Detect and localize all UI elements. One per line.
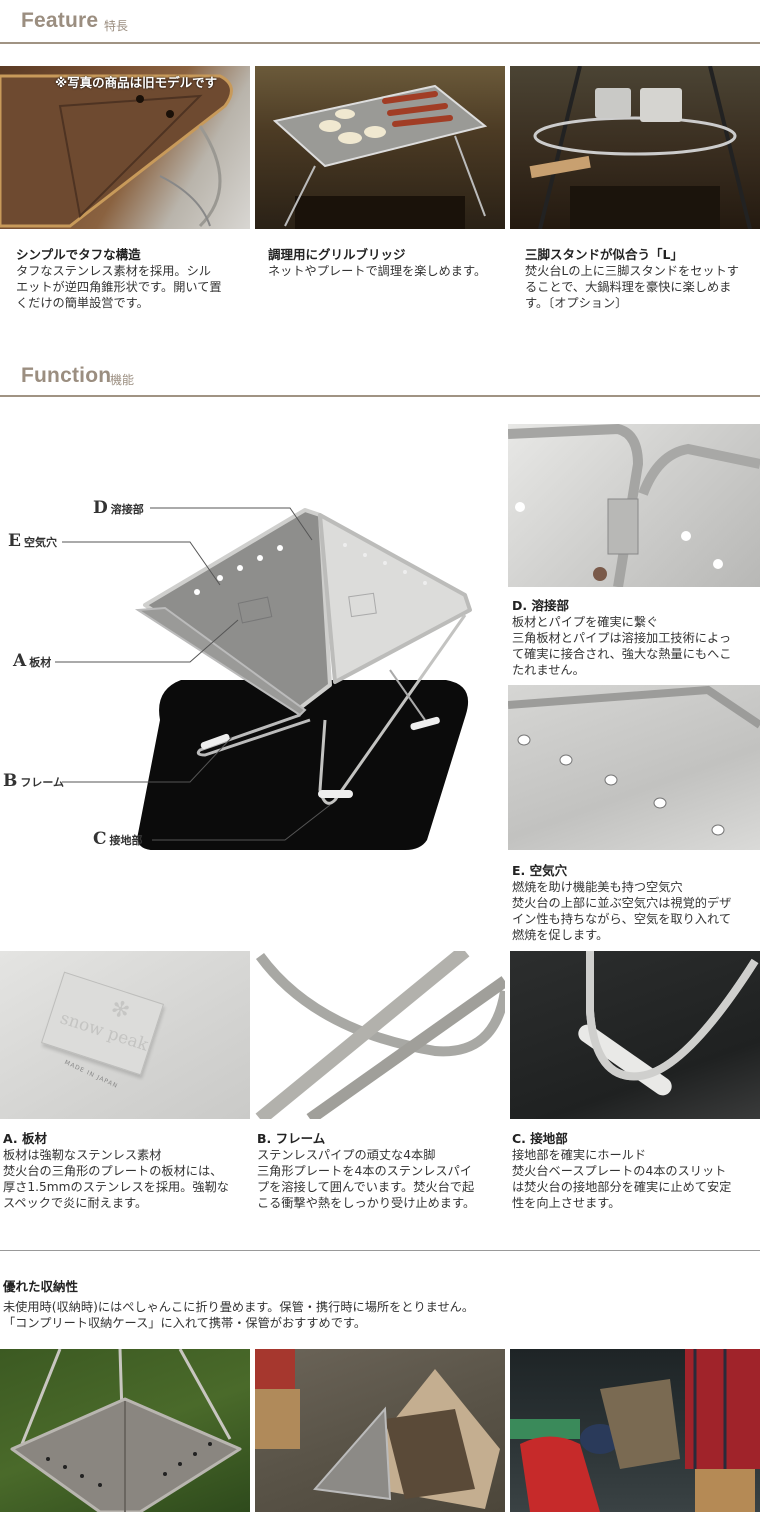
- detail-photo-airholes: [508, 685, 760, 850]
- detail-desc-d: 板材とパイプを確実に繋ぐ 三角板材とパイプは溶接加工技術によっ て確実に接合され…: [512, 614, 760, 678]
- storage-photo-case: [255, 1349, 505, 1512]
- folded-stand-illustration: [10, 1349, 242, 1512]
- feature-desc-1: タフなステンレス素材を採用。シル エットが逆四角錐形状です。開いて置 くだけの簡…: [16, 263, 246, 311]
- detail-desc-line: 燃焼を助け機能美も持つ空気穴: [512, 880, 683, 894]
- feature-section-header: Feature 特長: [0, 0, 760, 44]
- storage-desc-line: 「コンプリート収納ケース」に入れて携帯・保管がおすすめです。: [3, 1316, 367, 1330]
- detail-desc-line: こる衝撃や熱をしっかり受け止めます。: [257, 1196, 476, 1210]
- label-letter: B: [3, 771, 18, 791]
- feature-desc-3-line: 焚火台Lの上に三脚スタンドをセットす: [525, 264, 739, 278]
- label-letter: E: [8, 531, 21, 551]
- label-text: フレーム: [20, 776, 65, 789]
- detail-desc-line: 焚火台の三角形のプレートの板材には、: [3, 1164, 223, 1178]
- feature-heading-jp: 特長: [104, 19, 129, 33]
- diagram-label-a: A 板材: [13, 651, 51, 671]
- storage-desc-line: 未使用時(収納時)にはぺしゃんこに折り畳めます。保管・携行時に場所をとりません。: [3, 1300, 475, 1314]
- feature-desc-3-line: す。〔オプション〕: [525, 296, 628, 310]
- feature-photo-tripod: [510, 66, 760, 229]
- label-text: 接地部: [109, 834, 143, 847]
- label-letter: D: [93, 498, 108, 518]
- air-holes-illustration: [508, 685, 760, 836]
- label-text: 空気穴: [23, 536, 57, 549]
- detail-desc-line: 燃焼を促します。: [512, 928, 609, 942]
- detail-desc-c: 接地部を確実にホールド 焚火台ベースプレートの4本のスリット は焚火台の接地部分…: [512, 1147, 760, 1211]
- label-text: 板材: [29, 656, 52, 669]
- detail-desc-line: て確実に接合され、強大な熱量にもへこ: [512, 647, 732, 661]
- detail-photo-frame: [255, 951, 505, 1119]
- feature-desc-1-line: くだけの簡単設営です。: [16, 296, 149, 310]
- detail-desc-line: 性を向上させます。: [512, 1196, 621, 1210]
- label-text: 溶接部: [110, 503, 144, 516]
- feature-desc-3: 焚火台Lの上に三脚スタンドをセットす ることで、大鍋料理を豪快に楽しめま す。〔…: [525, 263, 760, 311]
- feature-desc-2: ネットやプレートで調理を楽しめます。: [268, 263, 504, 279]
- storage-photo-car: [510, 1349, 760, 1512]
- car-trunk-illustration: [510, 1349, 760, 1512]
- frame-pipe-illustration: [255, 951, 505, 1119]
- detail-desc-a: 板材は強靭なステンレス素材 焚火台の三角形のプレートの板材には、 厚さ1.5mm…: [3, 1147, 253, 1211]
- snowflake-icon: ✻: [107, 995, 133, 1026]
- tripod-stand-illustration: [529, 66, 752, 229]
- detail-desc-line: 板材は強靭なステンレス素材: [3, 1148, 162, 1162]
- detail-desc-line: イン性も持ちながら、空気を取り入れて: [512, 912, 732, 926]
- grill-bridge-illustration: [272, 84, 488, 229]
- detail-photo-plate: ✻ snow peak MADE IN JAPAN: [0, 951, 250, 1119]
- ground-slot-illustration: [578, 951, 759, 1096]
- feature-title-1: シンプルでタフな構造: [16, 247, 141, 262]
- feature-title-3: 三脚スタンドが似合う「L」: [525, 247, 683, 262]
- diagram-label-c: C 接地部: [93, 829, 143, 849]
- detail-desc-line: 焚火台の上部に並ぶ空気穴は視覚的デザ: [512, 896, 732, 910]
- label-letter: A: [13, 651, 27, 671]
- function-heading: Function: [21, 364, 112, 387]
- section-divider: [0, 1250, 760, 1251]
- detail-title-a: A. 板材: [3, 1131, 48, 1146]
- feature-desc-2-line: ネットやプレートで調理を楽しめます。: [268, 264, 487, 278]
- feature-heading: Feature: [21, 9, 99, 32]
- detail-desc-line: スペックで炎に耐えます。: [3, 1196, 148, 1210]
- feature-photo-grill: [255, 66, 505, 229]
- fire-stand-diagram-illustration: [55, 507, 472, 850]
- diagram-label-d: D 溶接部: [93, 498, 144, 518]
- detail-desc-line: 三角板材とパイプは溶接加工技術によっ: [512, 631, 732, 645]
- storage-photo-folded: [0, 1349, 250, 1512]
- function-heading-jp: 機能: [110, 373, 135, 387]
- weld-joint-illustration: [508, 424, 760, 587]
- brand-text: snow peak: [57, 1008, 151, 1056]
- function-section-header: Function 機能: [0, 355, 760, 397]
- detail-desc-line: 接地部を確実にホールド: [512, 1148, 647, 1162]
- feature-title-2: 調理用にグリルブリッジ: [268, 247, 406, 262]
- label-letter: C: [93, 829, 107, 849]
- detail-desc-line: 厚さ1.5mmのステンレスを採用。強靭な: [3, 1180, 229, 1194]
- feature-photo-structure: ※写真の商品は旧モデルです: [0, 66, 250, 229]
- detail-photo-ground: [510, 951, 760, 1119]
- detail-desc-e: 燃焼を助け機能美も持つ空気穴 焚火台の上部に並ぶ空気穴は視覚的デザ イン性も持ち…: [512, 879, 760, 943]
- detail-desc-line: 板材とパイプを確実に繋ぐ: [512, 615, 659, 629]
- snowpeak-logo-plate: ✻ snow peak: [40, 971, 165, 1076]
- detail-desc-line: 三角形プレートを4本のステンレスパイ: [257, 1164, 472, 1178]
- storage-title: 優れた収納性: [3, 1279, 79, 1294]
- diagram-label-b: B フレーム: [3, 771, 64, 791]
- storage-case-illustration: [255, 1349, 500, 1509]
- burner-plate-illustration: [0, 74, 233, 228]
- detail-title-e: E. 空気穴: [512, 863, 568, 878]
- diagram-label-e: E 空気穴: [8, 531, 57, 551]
- product-diagram: D 溶接部 E 空気穴 A 板材 B フレーム C 接地部: [0, 420, 505, 940]
- detail-photo-weld: [508, 424, 760, 587]
- storage-desc: 未使用時(収納時)にはぺしゃんこに折り畳めます。保管・携行時に場所をとりません。…: [3, 1299, 760, 1331]
- old-model-note: ※写真の商品は旧モデルです: [55, 75, 218, 90]
- detail-desc-b: ステンレスパイプの頑丈な4本脚 三角形プレートを4本のステンレスパイ プを溶接し…: [257, 1147, 509, 1211]
- feature-desc-1-line: タフなステンレス素材を採用。シル: [16, 264, 211, 278]
- detail-desc-line: ステンレスパイプの頑丈な4本脚: [257, 1148, 436, 1162]
- detail-desc-line: プを溶接して囲んでいます。焚火台で起: [257, 1180, 475, 1194]
- detail-title-d: D. 溶接部: [512, 598, 569, 613]
- detail-title-c: C. 接地部: [512, 1131, 568, 1146]
- detail-desc-line: 焚火台ベースプレートの4本のスリット: [512, 1164, 727, 1178]
- detail-desc-line: は焚火台の接地部分を確実に止めて安定: [512, 1180, 732, 1194]
- detail-title-b: B. フレーム: [257, 1131, 326, 1146]
- feature-desc-3-line: ることで、大鍋料理を豪快に楽しめま: [525, 280, 732, 294]
- feature-desc-1-line: エットが逆四角錐形状です。開いて置: [16, 280, 222, 294]
- detail-desc-line: たれません。: [512, 663, 585, 677]
